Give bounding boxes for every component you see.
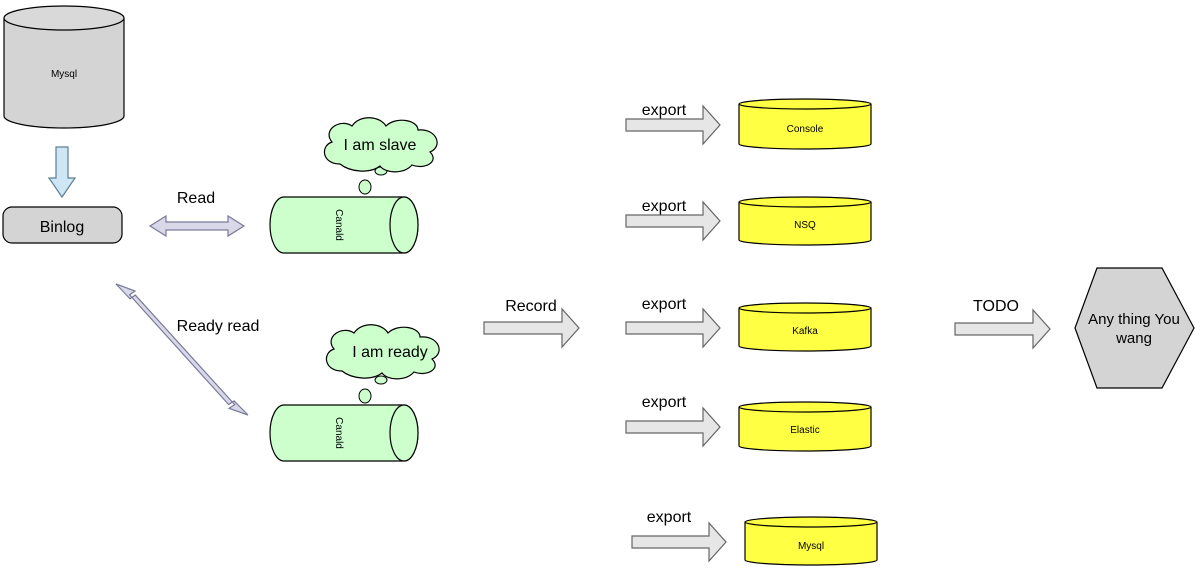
target-hexagon: Any thing You wang <box>1074 267 1195 389</box>
export-row-nsq: export NSQ <box>625 196 872 246</box>
mysql-target-label: Mysql <box>798 541 824 552</box>
read-label: Read <box>177 190 215 207</box>
export-row-mysql: export Mysql <box>631 509 878 566</box>
export-label: export <box>642 296 687 313</box>
export-arrow <box>625 406 721 448</box>
ready-thought-text: I am ready <box>352 344 428 361</box>
mysql-target-cylinder: Mysql <box>744 516 878 566</box>
binlog-box: Binlog <box>2 206 123 244</box>
binlog-label: Binlog <box>40 219 84 236</box>
ready-thought-cloud: I am ready <box>325 324 440 404</box>
todo-arrow <box>954 308 1051 350</box>
ready-canal-cylinder: Canald <box>269 404 419 462</box>
export-label: export <box>647 509 692 526</box>
kafka-label: Kafka <box>792 326 818 337</box>
slave-thought-cloud: I am slave <box>323 117 438 195</box>
export-arrow <box>625 307 721 349</box>
record-label: Record <box>505 298 557 315</box>
record-arrow <box>483 307 580 349</box>
mysql-label: Mysql <box>51 69 77 80</box>
nsq-label: NSQ <box>794 220 816 231</box>
console-label: Console <box>787 124 824 135</box>
export-arrow <box>631 521 727 563</box>
elastic-label: Elastic <box>790 425 819 436</box>
export-label: export <box>642 102 687 119</box>
ready-read-label: Ready read <box>177 318 260 335</box>
export-row-console: export Console <box>625 98 872 150</box>
down-arrow <box>47 146 77 199</box>
mysql-database: Mysql <box>3 5 125 129</box>
elastic-cylinder: Elastic <box>738 401 872 452</box>
ready-canal-label: Canald <box>333 417 344 449</box>
slave-thought-text: I am slave <box>344 137 417 154</box>
slave-canal-cylinder: Canald <box>269 196 419 254</box>
todo-label: TODO <box>973 298 1019 315</box>
export-arrow <box>625 200 721 242</box>
slave-canal-label: Canald <box>333 209 344 241</box>
export-arrow <box>625 104 721 146</box>
export-row-elastic: export Elastic <box>625 394 872 452</box>
ready-read-double-arrow <box>115 283 249 416</box>
nsq-cylinder: NSQ <box>738 196 872 246</box>
console-cylinder: Console <box>738 98 872 150</box>
export-label: export <box>642 394 687 411</box>
target-line-1: Any thing You <box>1088 311 1180 328</box>
export-label: export <box>642 198 687 215</box>
read-double-arrow <box>148 214 246 238</box>
target-line-2: wang <box>1115 330 1152 347</box>
kafka-cylinder: Kafka <box>738 302 872 352</box>
export-row-kafka: export Kafka <box>625 296 872 352</box>
